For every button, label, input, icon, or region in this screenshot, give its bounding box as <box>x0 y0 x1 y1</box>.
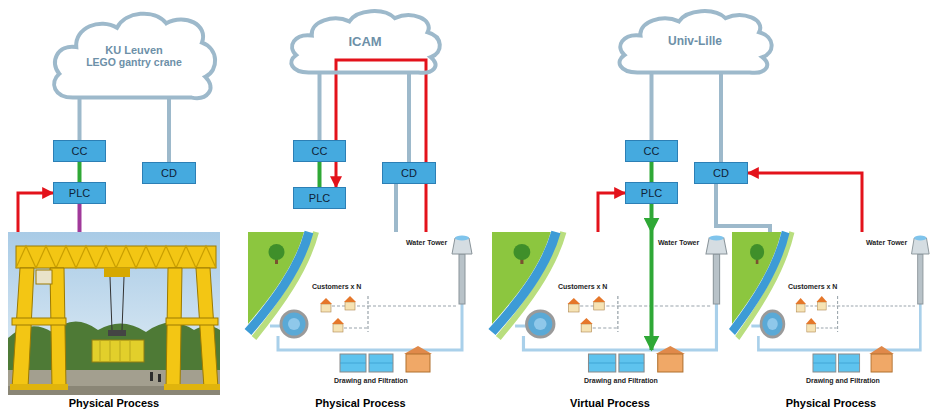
gantry-girder <box>16 246 216 268</box>
network-link <box>394 184 398 232</box>
hook-block <box>108 330 126 336</box>
box-label: CC <box>312 145 328 158</box>
signal-arrow <box>336 60 426 232</box>
water-scene <box>248 232 472 372</box>
process-caption: Physical Process <box>248 397 473 410</box>
process-panel: Water TowerCustomers x N Drawing and Filt… <box>492 232 728 395</box>
process-caption: Physical Process <box>8 397 220 410</box>
controller-box: CD <box>382 162 436 184</box>
scene-label: Customers x N <box>312 282 361 291</box>
cloud-network: Univ-Lille <box>610 4 780 80</box>
scene-label: Water Tower <box>866 238 907 247</box>
cloud-outline <box>54 14 215 98</box>
cloud-network: KU LeuvenLEGO gantry crane <box>44 4 224 108</box>
box-label: PLC <box>309 192 330 205</box>
water-scene <box>732 232 929 372</box>
process-panel: Physical Process <box>8 232 220 395</box>
cloud-outline <box>291 11 439 73</box>
process-panel: Water TowerCustomers x N Drawing and Filt… <box>732 232 930 395</box>
cloud-label: ICAM <box>348 35 381 50</box>
ground <box>8 370 220 395</box>
cloud-label: KU Leuven <box>105 44 162 57</box>
process-caption: Virtual Process <box>492 397 728 410</box>
worker-figure <box>158 374 161 382</box>
network-link <box>650 72 654 140</box>
box-label: CD <box>401 167 417 180</box>
sill-beam <box>164 384 220 390</box>
container <box>92 340 144 362</box>
cloud-label: Univ-Lille <box>668 35 722 49</box>
network-link <box>167 98 171 162</box>
control-link <box>650 162 654 182</box>
network-link <box>78 98 82 140</box>
worker-figure <box>150 372 153 381</box>
girder-lattice <box>16 246 216 268</box>
signal-arrow <box>748 173 862 232</box>
controller-box: PLC <box>53 182 106 204</box>
control-link <box>78 204 82 232</box>
cloud-label: LEGO gantry crane <box>86 56 182 68</box>
scene-label: Drawing and Filtration <box>584 376 658 385</box>
gantry-leg <box>166 268 182 388</box>
box-label: CC <box>72 145 88 158</box>
gantry-leg <box>12 268 34 388</box>
controller-box: CD <box>694 162 748 184</box>
controller-box: CD <box>142 162 196 184</box>
control-link <box>650 204 654 232</box>
operator-cabin <box>36 270 52 284</box>
gantry-leg <box>50 268 66 388</box>
network-link <box>318 72 322 140</box>
scene-label: Drawing and Filtration <box>806 376 880 385</box>
box-label: CD <box>161 167 177 180</box>
scene-label: Customers x N <box>788 282 837 291</box>
signal-arrow <box>598 193 625 232</box>
cloud-shape <box>44 4 224 108</box>
controller-box: CC <box>293 140 346 162</box>
control-flow-line <box>650 232 654 350</box>
controller-box: CC <box>53 140 106 162</box>
process-panel: Water TowerCustomers x N Drawing and Filt… <box>248 232 473 395</box>
box-label: PLC <box>69 187 90 200</box>
network-link <box>407 72 411 162</box>
water-scene <box>492 232 727 372</box>
network-link <box>716 184 770 232</box>
tree-line <box>8 321 220 372</box>
network-link <box>719 72 723 162</box>
cloud-network: ICAM <box>282 4 448 80</box>
process-caption: Physical Process <box>732 397 930 410</box>
sill-beam <box>10 384 68 390</box>
controller-box: CC <box>625 140 678 162</box>
controller-box: PLC <box>293 187 346 209</box>
box-label: PLC <box>641 187 662 200</box>
scene-label: Customers x N <box>558 282 607 291</box>
scene-label: Drawing and Filtration <box>334 376 408 385</box>
leg-brace <box>12 318 66 325</box>
box-label: CD <box>713 167 729 180</box>
crane-photo <box>8 232 220 395</box>
signal-arrow <box>18 193 53 232</box>
control-link <box>318 162 322 187</box>
leg-brace <box>166 318 218 325</box>
box-label: CC <box>644 145 660 158</box>
control-link <box>78 162 82 182</box>
scene-label: Water Tower <box>658 238 699 247</box>
gantry-leg <box>196 268 218 388</box>
cloud-outline <box>620 11 772 73</box>
container-rib <box>100 340 130 362</box>
hoist-cable <box>110 277 124 330</box>
scene-label: Water Tower <box>406 238 447 247</box>
crane-trolley <box>104 268 130 277</box>
sky <box>8 232 220 395</box>
controller-box: PLC <box>625 182 678 204</box>
